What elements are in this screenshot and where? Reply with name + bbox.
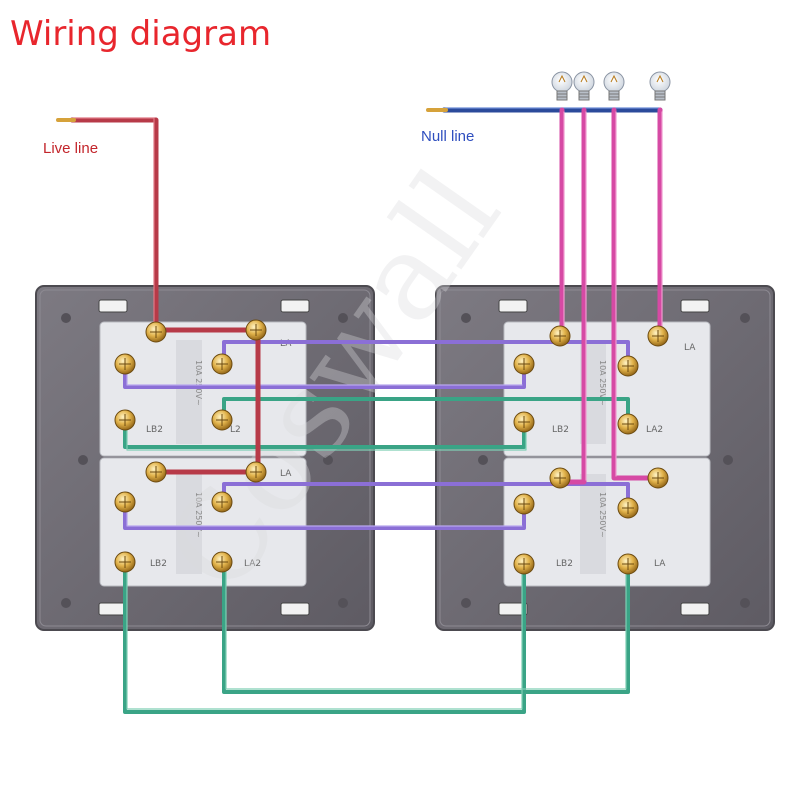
rating-text: 10A 250V~ xyxy=(598,360,607,406)
terminal-screw xyxy=(114,353,136,375)
terminal-label-lb2: LB2 xyxy=(146,425,163,435)
terminal-screws xyxy=(114,319,669,575)
terminal-screw xyxy=(549,467,571,489)
terminal-screw xyxy=(513,411,535,433)
live-line-label: Live line xyxy=(43,140,98,157)
terminal-screw xyxy=(513,493,535,515)
terminal-screw xyxy=(245,319,267,341)
right-bottom-module xyxy=(503,457,711,587)
terminal-screw xyxy=(549,325,571,347)
terminal-label-lb2: LB2 xyxy=(552,425,569,435)
terminal-screw xyxy=(211,353,233,375)
rating-text: 10A 250V~ xyxy=(194,360,203,406)
lamp-icon xyxy=(551,71,573,101)
null-wire xyxy=(441,107,663,113)
null-line-label: Null line xyxy=(421,128,474,145)
terminal-label-lb2: LB2 xyxy=(556,559,573,569)
left-bottom-module xyxy=(99,457,307,587)
terminal-label-la2: LA2 xyxy=(244,559,261,569)
terminal-screw xyxy=(513,353,535,375)
terminal-screw xyxy=(617,413,639,435)
terminal-screw xyxy=(145,321,167,343)
terminal-label-la: LA xyxy=(280,469,292,479)
terminal-screw xyxy=(617,553,639,575)
terminal-label-l2: L2 xyxy=(230,425,241,435)
terminal-screw xyxy=(647,467,669,489)
lamp-wires xyxy=(559,107,663,485)
terminal-screw xyxy=(647,325,669,347)
green-wires xyxy=(123,397,630,714)
terminal-label-la: LA xyxy=(684,343,696,353)
terminal-screw xyxy=(211,551,233,573)
rating-text: 10A 250V~ xyxy=(598,492,607,538)
terminal-screw xyxy=(114,551,136,573)
terminal-screw xyxy=(617,497,639,519)
terminal-screw xyxy=(245,461,267,483)
terminal-screw xyxy=(114,491,136,513)
terminal-label-la: LA xyxy=(654,559,666,569)
terminal-screw xyxy=(211,491,233,513)
lamp-icon xyxy=(603,71,625,101)
terminal-screw xyxy=(211,409,233,431)
lamp-icon xyxy=(573,71,595,101)
terminal-screw xyxy=(513,553,535,575)
rating-text: 10A 250V~ xyxy=(194,492,203,538)
terminal-label-lb2: LB2 xyxy=(150,559,167,569)
terminal-screw xyxy=(114,409,136,431)
diagram-title: Wiring diagram xyxy=(10,14,271,54)
terminal-label-la2: LA2 xyxy=(646,425,663,435)
terminal-screw xyxy=(617,355,639,377)
lamp-icon xyxy=(649,71,671,101)
terminal-screw xyxy=(145,461,167,483)
